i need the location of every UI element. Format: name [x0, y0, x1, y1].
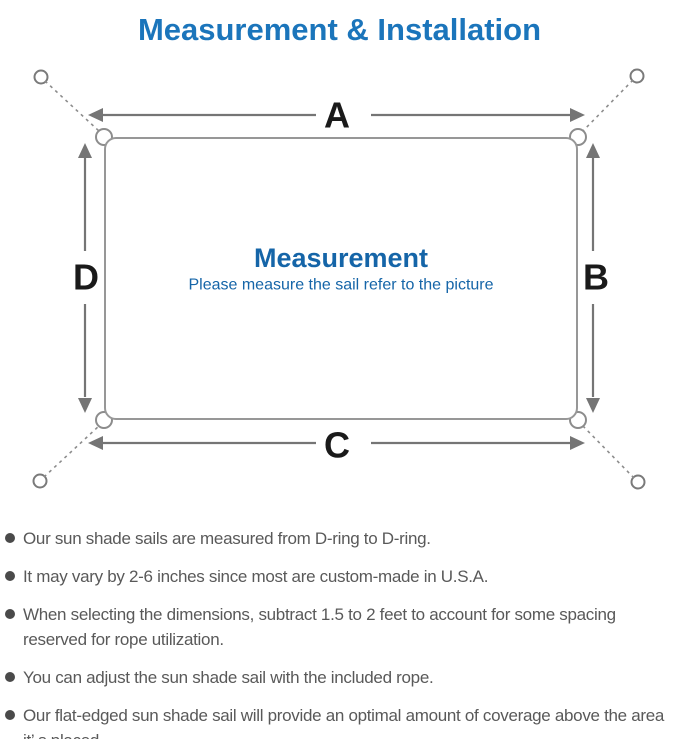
- measure-arrowheads: [78, 108, 600, 450]
- page-header: Measurement & Installation: [0, 0, 679, 58]
- anchor-ring-bottom-left-icon: [32, 473, 48, 489]
- arrowhead-b-up-icon: [586, 143, 600, 158]
- dimension-labels: A C D B: [73, 95, 609, 466]
- measurement-diagram: A C D B Measurement Please measure the s…: [0, 58, 679, 508]
- bullet-dot-icon: [5, 672, 15, 682]
- diagram-center-title: Measurement: [254, 243, 428, 273]
- measure-arrows: [83, 113, 595, 445]
- dimension-label-b: B: [583, 257, 609, 298]
- bullet-dot-icon: [5, 710, 15, 720]
- arrowhead-c-left-icon: [88, 436, 103, 450]
- sail-outline: [104, 137, 578, 420]
- note-text: You can adjust the sun shade sail with t…: [23, 668, 434, 687]
- arrowhead-a-right-icon: [570, 108, 585, 122]
- bullet-dot-icon: [5, 571, 15, 581]
- rope-top-left: [44, 80, 101, 133]
- bullet-dot-icon: [5, 609, 15, 619]
- list-item: You can adjust the sun shade sail with t…: [5, 665, 673, 690]
- dimension-label-c: C: [324, 425, 350, 466]
- arrowhead-d-down-icon: [78, 398, 92, 413]
- dimension-label-a: A: [324, 95, 350, 136]
- note-text: Our flat-edged sun shade sail will provi…: [23, 706, 665, 739]
- bullet-dot-icon: [5, 533, 15, 543]
- anchor-ring-icons: [32, 68, 646, 490]
- rope-bottom-left: [43, 424, 101, 478]
- notes-list: Our sun shade sails are measured from D-…: [0, 508, 679, 739]
- dimension-label-d: D: [73, 257, 99, 298]
- arrowhead-c-right-icon: [570, 436, 585, 450]
- list-item: Our flat-edged sun shade sail will provi…: [5, 703, 673, 739]
- page-title: Measurement & Installation: [137, 12, 542, 47]
- anchor-ring-bottom-right-icon: [630, 474, 646, 490]
- anchor-ring-top-left-icon: [33, 69, 49, 85]
- rope-top-right: [581, 79, 634, 133]
- list-item: Our sun shade sails are measured from D-…: [5, 526, 673, 551]
- note-text: When selecting the dimensions, subtract …: [23, 605, 616, 649]
- diagram-center-subtitle: Please measure the sail refer to the pic…: [188, 277, 493, 294]
- list-item: When selecting the dimensions, subtract …: [5, 602, 673, 652]
- list-item: It may vary by 2-6 inches since most are…: [5, 564, 673, 589]
- arrowhead-a-left-icon: [88, 108, 103, 122]
- arrowhead-d-up-icon: [78, 143, 92, 158]
- anchor-ring-top-right-icon: [629, 68, 645, 84]
- arrowhead-b-down-icon: [586, 398, 600, 413]
- note-text: Our sun shade sails are measured from D-…: [23, 529, 431, 548]
- note-text: It may vary by 2-6 inches since most are…: [23, 567, 489, 586]
- rope-dashed-lines: [43, 79, 635, 479]
- rope-bottom-right: [581, 424, 635, 479]
